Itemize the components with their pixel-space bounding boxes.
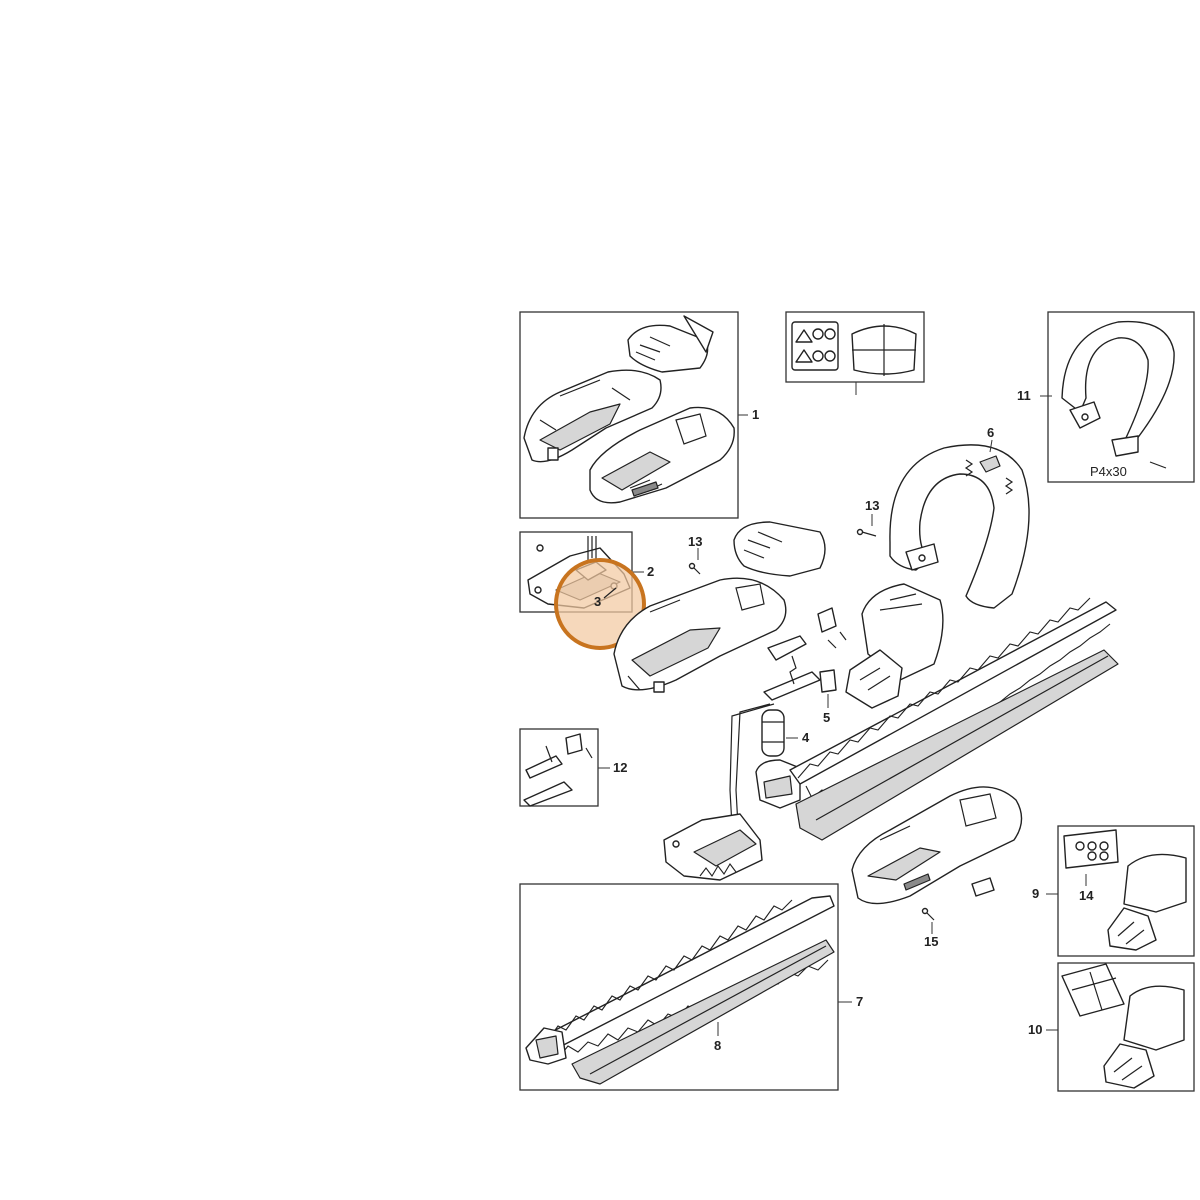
callout-1: 1: [752, 407, 759, 422]
callout-12: 12: [613, 760, 627, 775]
switch-kit-frame[interactable]: 12: [519, 728, 627, 807]
main-housing[interactable]: [613, 521, 826, 693]
handle-assembly[interactable]: 6: [889, 425, 1030, 609]
callout-6: 6: [987, 425, 994, 440]
callout-15: 15: [924, 934, 938, 949]
callout-5: 5: [823, 710, 830, 725]
front-handle-frame[interactable]: 11 P4x30: [1017, 311, 1195, 483]
decal-set-frame[interactable]: [785, 311, 925, 395]
rear-grip[interactable]: [845, 583, 944, 709]
callout-14: 14: [1079, 888, 1094, 903]
housing-set-frame[interactable]: 1: [519, 311, 759, 519]
callout-13-left: 13: [688, 534, 702, 549]
callout-10: 10: [1028, 1022, 1042, 1037]
callout-13-right: 13: [865, 498, 879, 513]
leader-3: [603, 587, 617, 599]
screw-spec-label: P4x30: [1090, 464, 1127, 479]
grip-decal-frame[interactable]: 14 9: [1032, 825, 1195, 957]
callout-2: 2: [647, 564, 654, 579]
control-board-loose[interactable]: [663, 813, 763, 881]
switch-parts[interactable]: 5: [763, 607, 847, 725]
lower-housing[interactable]: 15: [851, 786, 1023, 949]
screw-13-right[interactable]: 13: [856, 498, 880, 537]
main-blade[interactable]: [789, 597, 1119, 841]
screw-13-left[interactable]: 13: [688, 534, 702, 575]
highlight-circle: [554, 558, 646, 650]
callout-9: 9: [1032, 886, 1039, 901]
callout-3: 3: [594, 594, 601, 609]
callout-4: 4: [802, 730, 810, 745]
blade-set-frame[interactable]: 7 8: [519, 883, 863, 1091]
callout-11: 11: [1017, 388, 1031, 403]
motor-assembly[interactable]: 4: [729, 703, 810, 827]
callout-7: 7: [856, 994, 863, 1009]
callout-8: 8: [714, 1038, 721, 1053]
grip-set-frame[interactable]: 10: [1028, 962, 1195, 1092]
